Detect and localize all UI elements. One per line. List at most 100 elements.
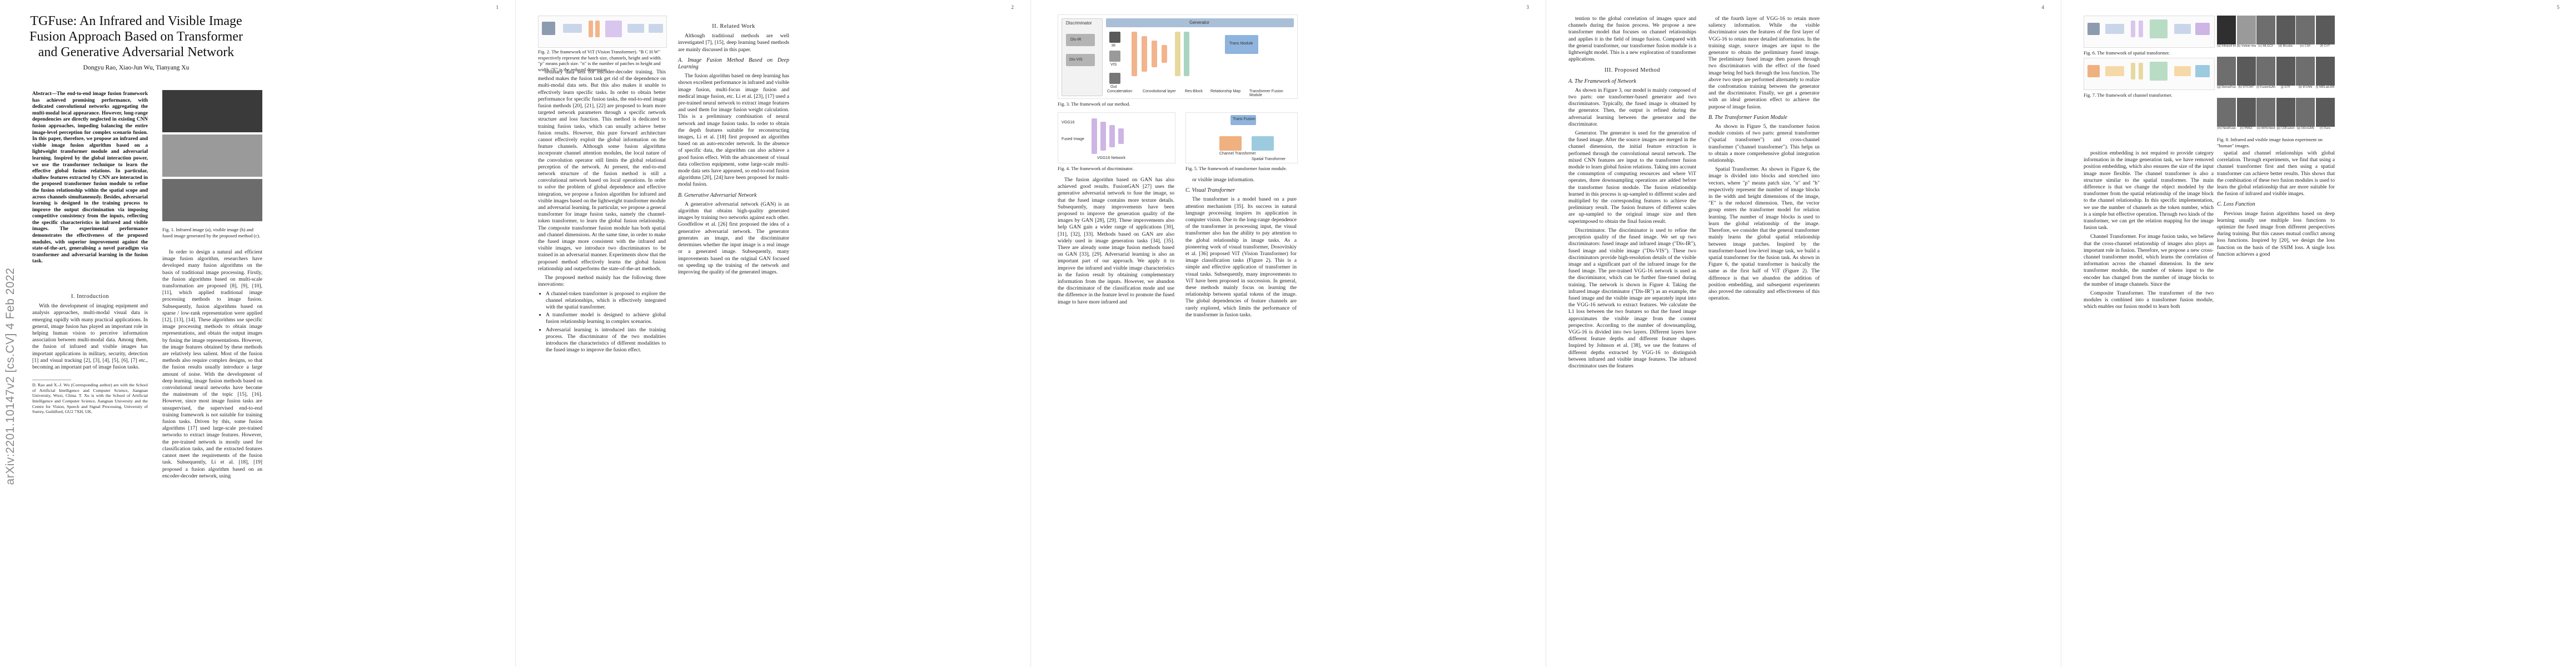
fusion-result-image xyxy=(2315,57,2335,86)
list-item: A channel-token transformer is proposed … xyxy=(546,291,666,311)
vgg-network-label: VGG16 Network xyxy=(1097,156,1125,160)
fusion-result-image xyxy=(2296,16,2315,44)
page-number: 5 xyxy=(2557,4,2560,10)
section-heading: I. Introduction xyxy=(71,293,109,300)
figure-6-spatial-transformer xyxy=(2084,16,2215,48)
figure-3-legend: Concatenation Convolutional layer Res-Bl… xyxy=(1107,89,1291,97)
fusion-result-label: (c) MLGCF xyxy=(2258,44,2274,48)
figure-7-caption: Fig. 7. The framework of channel transfo… xyxy=(2084,92,2173,98)
fusion-result-cell: (i) FusionGAN xyxy=(2256,57,2275,89)
token-block xyxy=(2139,63,2143,79)
figure-5-transformer-fusion: Trans Fusion Channel Transformer Spatial… xyxy=(1185,112,1298,163)
figure-1-caption: Fig. 1. Infrared image (a), visible imag… xyxy=(162,227,261,238)
vgg-layer xyxy=(1092,118,1097,154)
figure-6-caption: Fig. 6. The framework of spatial transfo… xyxy=(2084,50,2170,56)
footnote: D. Rao and X.-J. Wu (Corresponding autho… xyxy=(32,382,148,415)
paragraph: Although traditional methods are well in… xyxy=(678,33,789,53)
paragraph: Previous image fusion algorithms based o… xyxy=(2217,210,2335,257)
paragraph: Spatial Transformer. As shown in Figure … xyxy=(1708,166,1820,302)
fusion-result-label: (k) IFCNN xyxy=(2298,86,2313,89)
fusion-result-label: (r) Ours xyxy=(2320,127,2330,130)
fusion-result-image xyxy=(2276,98,2295,127)
subsection-heading: A. Image Fusion Method Based on Deep Lea… xyxy=(678,57,789,71)
output-block xyxy=(2195,65,2210,77)
figure-1-fused-image xyxy=(162,179,262,221)
feature-map xyxy=(2087,23,2100,35)
page-number: 1 xyxy=(496,4,499,10)
abstract: Abstract—The end-to-end image fusion fra… xyxy=(32,91,148,265)
paragraph: spatial and channel relationships with g… xyxy=(2217,150,2335,197)
conv-layer xyxy=(1152,41,1157,67)
token-block xyxy=(589,21,593,37)
fusion-result-image xyxy=(2256,16,2275,44)
page-5: 5 Fig. 6. The framework of spatial trans… xyxy=(2061,0,2576,667)
trans-fusion-block xyxy=(1230,115,1256,125)
paragraph: With the development of imaging equipmen… xyxy=(32,303,148,371)
encoder-block xyxy=(2150,19,2168,38)
dis-vis-label: Dis-VIS xyxy=(1069,58,1083,62)
fusion-result-cell: (o) RFN-Nest xyxy=(2256,98,2275,130)
fusion-result-cell: (k) IFCNN xyxy=(2296,57,2315,89)
fusion-result-image xyxy=(2256,57,2275,86)
fusion-result-label: (f) CVT xyxy=(2320,44,2330,48)
token-block xyxy=(2131,21,2135,37)
page-1: 1 arXiv:2201.10147v2 [cs.CV] 4 Feb 2022 … xyxy=(0,0,515,667)
fusion-result-cell: (a) Infrared image xyxy=(2217,16,2236,48)
fusion-result-label: (g) DenseFuse xyxy=(2217,86,2236,89)
page-number: 3 xyxy=(1526,4,1529,10)
trans-module-label: Trans Module xyxy=(1229,42,1253,46)
generator-header xyxy=(1106,18,1294,27)
paragraph: or visible image information. xyxy=(1192,177,1254,183)
fused-input-label: Fused Image xyxy=(1062,137,1084,141)
fusion-result-cell: (e) CSF xyxy=(2296,16,2315,48)
page-number: 4 xyxy=(2041,4,2045,10)
figure-3-caption: Fig. 3. The framework of our method. xyxy=(1058,101,1130,107)
subsection-heading: B. The Transformer Fusion Module xyxy=(1708,114,1787,121)
fusion-result-image xyxy=(2236,98,2256,127)
figure-1-visible-image xyxy=(162,135,262,177)
conv-layer xyxy=(1142,36,1147,72)
fusion-result-image xyxy=(2217,16,2236,44)
channel-transformer-label: Channel Transformer xyxy=(1219,152,1256,156)
vgg-layer xyxy=(1100,122,1106,151)
subsection-heading: C. Visual Transformer xyxy=(1185,187,1235,194)
fusion-result-image xyxy=(2236,16,2256,44)
paragraph: Discriminator. The discriminator is used… xyxy=(1568,227,1696,369)
paragraph: Channel Transformer. For image fusion ta… xyxy=(2084,233,2214,287)
paper-title: TGFuse: An Infrared and Visible Image Fu… xyxy=(29,14,243,59)
feature-map xyxy=(2087,65,2100,77)
legend-item: Res-Block xyxy=(1185,89,1203,93)
channel-transformer-block xyxy=(1219,136,1242,151)
intro-column: I. Introduction With the development of … xyxy=(32,289,148,415)
generator-label: Generator xyxy=(1189,20,1210,25)
figure-4-caption: Fig. 4. The framework of discriminator. xyxy=(1058,166,1134,171)
left-column: ordinary data sets for encoder-decoder t… xyxy=(538,69,666,356)
subsection-heading: B. Generative Adversarial Network xyxy=(678,192,757,198)
paragraph: The transformer is a model based on a pu… xyxy=(1185,196,1297,318)
fusion-result-cell: (m) NestFuse xyxy=(2217,98,2236,130)
paper-authors: Dongyu Rao, Xiao-Jun Wu, Tianyang Xu xyxy=(83,64,190,71)
right-column: or visible image information. C. Visual … xyxy=(1185,177,1297,321)
paragraph: ordinary data sets for encoder-decoder t… xyxy=(538,69,666,272)
subsection-heading: C. Loss Function xyxy=(2217,201,2255,208)
fusion-result-image xyxy=(2296,57,2315,86)
fusion-result-image xyxy=(2315,16,2335,44)
fusion-result-image xyxy=(2276,16,2295,44)
fusion-result-cell: (g) DenseFuse xyxy=(2217,57,2236,89)
fusion-result-label: (j) GTF xyxy=(2280,86,2291,89)
figure-2-caption: Fig. 2. The framework of ViT (Vision Tra… xyxy=(538,49,662,72)
legend-item: Transformer Fusion Module xyxy=(1249,89,1283,97)
fusion-result-label: (p) U2Fusion xyxy=(2276,127,2295,130)
fusion-result-image xyxy=(2296,98,2315,127)
paragraph: As shown in Figure 5, the transformer fu… xyxy=(1708,123,1820,164)
figure-3-framework: Discriminator Dis-IR Dis-VIS Generator I… xyxy=(1058,14,1298,99)
output-block xyxy=(2195,23,2210,35)
out-image xyxy=(1109,73,1120,84)
vgg-layer xyxy=(1118,128,1124,144)
page-2: 2 Fig. 2. The framework of ViT (Vision T… xyxy=(515,0,1030,667)
page-number: 2 xyxy=(1011,4,1014,10)
classifier-block xyxy=(627,24,644,33)
fusion-result-label: (h) DTCWT xyxy=(2238,86,2254,89)
fusion-result-cell: (q) DDcGAN xyxy=(2296,98,2315,130)
fusion-result-cell: (r) Ours xyxy=(2315,98,2335,130)
